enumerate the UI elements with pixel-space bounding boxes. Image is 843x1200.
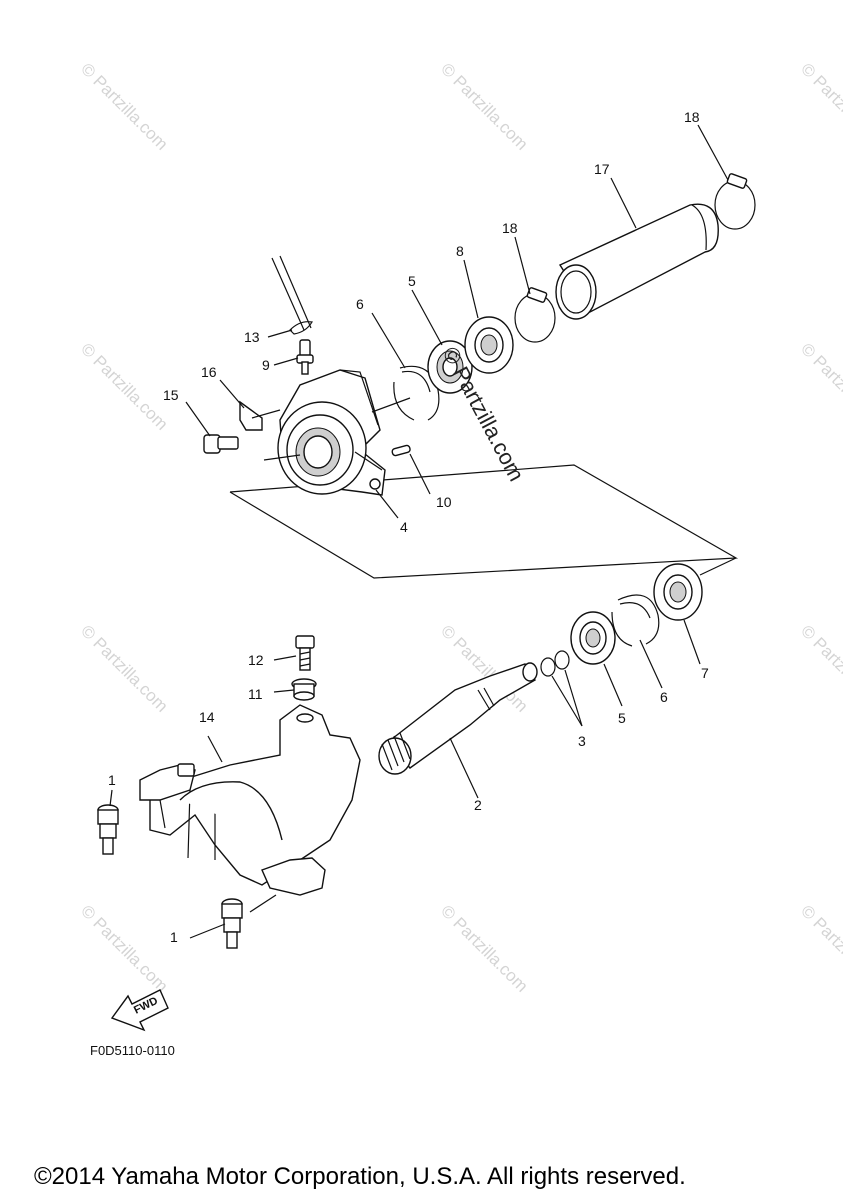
circlip-part-6-lower bbox=[611, 594, 660, 647]
watermark: © Partzilla.com bbox=[77, 339, 171, 433]
callout-5: 5 bbox=[408, 273, 416, 289]
oil-seal-part-5-upper bbox=[427, 340, 473, 394]
oil-seal-part-5-lower bbox=[570, 611, 616, 665]
callout-1: 1 bbox=[170, 929, 178, 945]
cover-part-14 bbox=[139, 704, 361, 896]
callout-8: 8 bbox=[456, 243, 464, 259]
bearing-part-7 bbox=[653, 563, 703, 621]
diagram-code: F0D5110-0110 bbox=[90, 1043, 175, 1058]
callout-1: 1 bbox=[108, 772, 116, 788]
hose-clamp-part-18-lower bbox=[514, 287, 556, 343]
callout-6: 6 bbox=[660, 689, 668, 705]
callout-12: 12 bbox=[248, 652, 264, 668]
hose-clamp-part-18-upper bbox=[714, 173, 756, 230]
callout-5: 5 bbox=[618, 710, 626, 726]
forward-arrow-icon: FWD bbox=[110, 989, 169, 1032]
clip-part-13 bbox=[289, 321, 313, 335]
leader-lines bbox=[109, 124, 729, 939]
callout-18: 18 bbox=[684, 109, 700, 125]
callout-18: 18 bbox=[502, 220, 518, 236]
watermark: © Partzilla.com bbox=[797, 901, 843, 995]
callout-labels: 1 1 2 3 4 5 5 6 6 7 8 9 10 11 12 13 14 1… bbox=[108, 109, 709, 945]
callout-16: 16 bbox=[201, 364, 217, 380]
callout-9: 9 bbox=[262, 357, 270, 373]
shaft-part-2 bbox=[378, 662, 538, 775]
callout-10: 10 bbox=[436, 494, 452, 510]
callout-14: 14 bbox=[199, 709, 215, 725]
grommet-part-1-lower bbox=[221, 898, 243, 949]
housing-part-4 bbox=[277, 369, 386, 496]
callout-7: 7 bbox=[701, 665, 709, 681]
watermark: © Partzilla.com bbox=[797, 339, 843, 433]
o-rings-part-3 bbox=[540, 650, 570, 677]
callout-17: 17 bbox=[594, 161, 610, 177]
callout-4: 4 bbox=[400, 519, 408, 535]
callout-6: 6 bbox=[356, 296, 364, 312]
callout-11: 11 bbox=[248, 686, 263, 702]
bolt-part-12 bbox=[295, 635, 315, 671]
watermark: © Partzilla.com bbox=[77, 621, 171, 715]
bolt-part-15 bbox=[203, 434, 239, 454]
hose-part-17 bbox=[555, 203, 719, 320]
circlip-part-6-upper bbox=[393, 365, 440, 421]
plate-part-16 bbox=[239, 400, 263, 431]
watermark-layer: © Partzilla.com © Partzilla.com © Partzi… bbox=[77, 59, 843, 995]
callout-2: 2 bbox=[474, 797, 482, 813]
collar-part-11 bbox=[291, 678, 317, 701]
callout-13: 13 bbox=[244, 329, 260, 345]
watermark: © Partzilla.com bbox=[77, 901, 171, 995]
pin-part-10 bbox=[391, 444, 411, 457]
leader-line bbox=[699, 557, 737, 576]
grommet-part-1-upper bbox=[97, 804, 119, 855]
bearing-part-8 bbox=[464, 316, 514, 374]
cable bbox=[271, 255, 312, 331]
watermark: © Partzilla.com bbox=[77, 59, 171, 153]
callout-15: 15 bbox=[163, 387, 179, 403]
nipple-part-9 bbox=[296, 339, 314, 375]
watermark: © Partzilla.com bbox=[437, 59, 531, 153]
copyright-notice: ©2014 Yamaha Motor Corporation, U.S.A. A… bbox=[34, 1163, 686, 1190]
callout-3: 3 bbox=[578, 733, 586, 749]
watermark: © Partzilla.com bbox=[797, 621, 843, 715]
watermark: © Partzilla.com bbox=[797, 59, 843, 153]
watermark: © Partzilla.com bbox=[437, 901, 531, 995]
